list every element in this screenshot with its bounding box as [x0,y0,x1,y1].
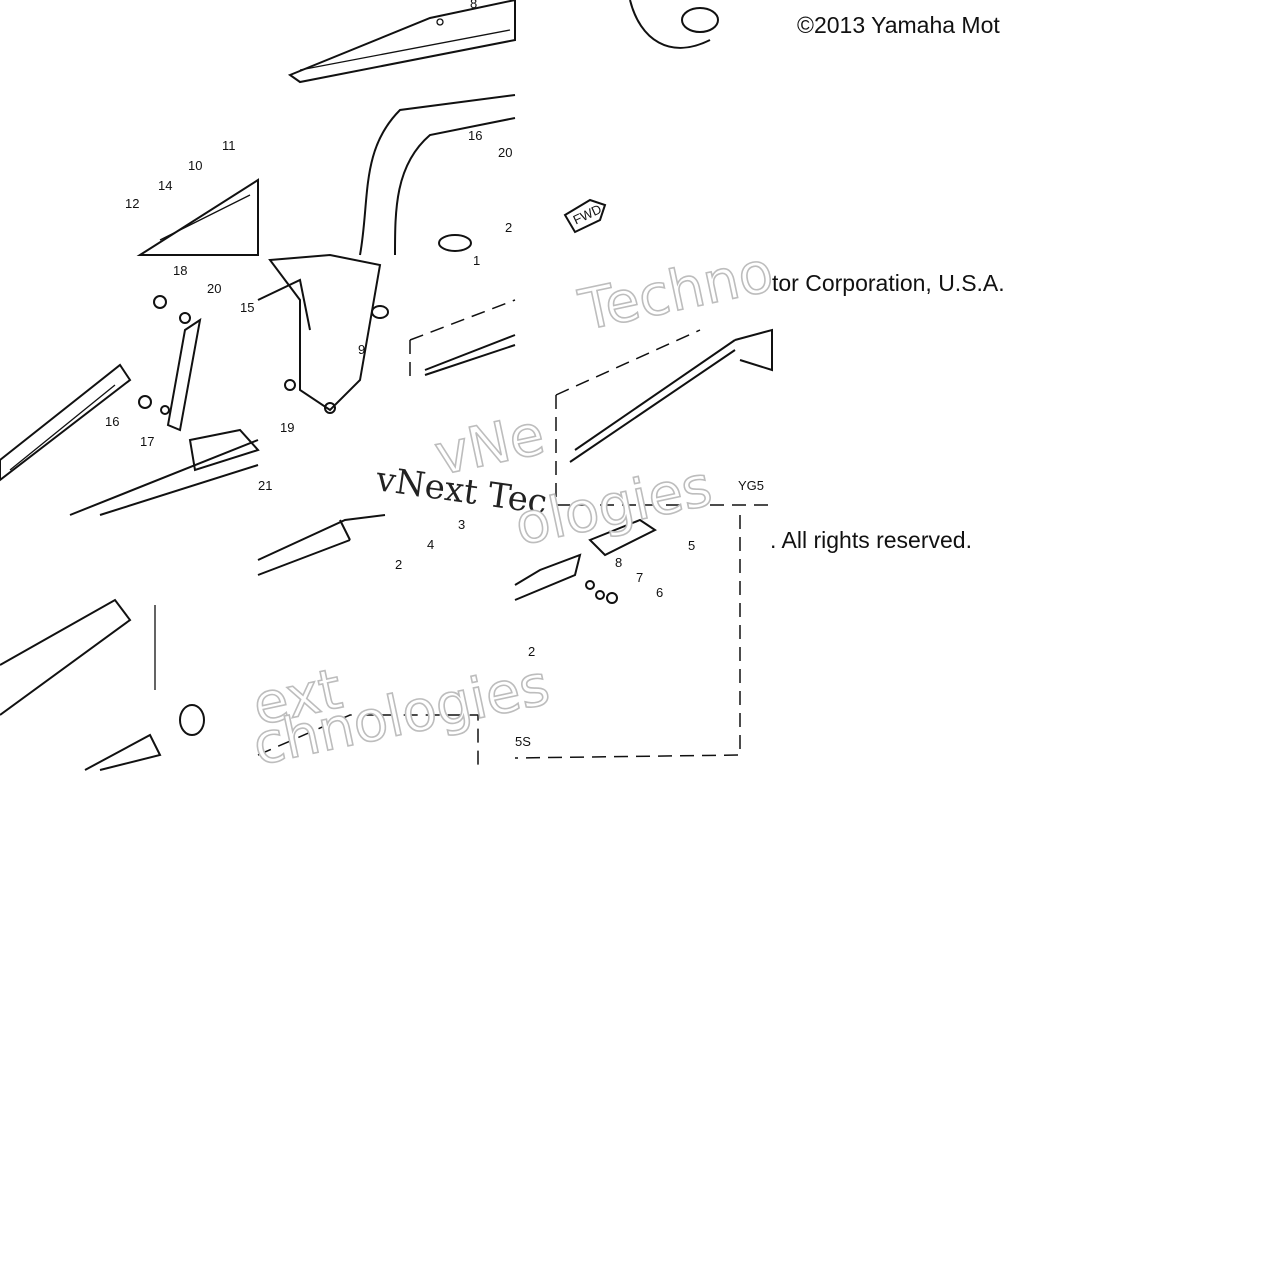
callout-11: 11 [222,138,236,153]
copyright-line-3: . All rights reserved. [770,527,972,553]
callout-labels: 8 11 10 12 14 16 20 2 1 18 20 15 9 19 16… [105,0,764,749]
callout-18: 18 [173,263,187,278]
callout-15: 15 [240,300,254,315]
watermarks: Techno vNext Tec vNe ologies ext chnolog… [247,239,780,780]
blank-area-bottom [0,772,1285,1285]
callout-2: 2 [395,557,402,572]
muffler-body-left [0,363,259,516]
tail-pipe-detail [555,198,773,506]
copyright-line-1: ©2013 Yamaha Mot [797,12,1000,38]
callout-2: 2 [505,220,512,235]
inner-pipe-lower [257,514,386,576]
fwd-label: FWD [571,201,604,227]
stay-link [138,295,260,472]
copyright-line-2: tor Corporation, U.S.A. [772,270,1005,296]
watermark-vne: vNe [429,402,550,488]
callout-8: 8 [470,0,477,11]
callout-20: 20 [207,281,221,296]
callout-17: 17 [140,434,154,449]
callout-8: 8 [615,555,622,570]
callout-9: 9 [358,342,365,357]
callout-12: 12 [125,196,139,211]
muffler-body-lower [0,598,479,771]
callout-4: 4 [427,537,434,552]
callout-5: 5 [688,538,695,553]
tail-pipe-assembly [514,515,741,759]
callout-6: 6 [656,585,663,600]
code-5s: 5S [515,734,531,749]
watermark-ologies: ologies [509,454,717,559]
callout-14: 14 [158,178,172,193]
muffler-tip [136,178,259,256]
callout-10: 10 [188,158,202,173]
callout-16: 16 [105,414,119,429]
callout-7: 7 [636,570,643,585]
callout-3: 3 [458,517,465,532]
exhaust-pipe-bend [359,0,719,256]
code-yg5: YG5 [738,478,764,493]
watermark-techno: Techno [573,240,778,344]
muffler-cover-top [287,0,516,84]
callout-20: 20 [498,145,512,160]
callout-21: 21 [258,478,272,493]
inner-pipe-upper [409,299,516,380]
mount-bracket [257,253,389,414]
callout-16: 16 [468,128,482,143]
callout-19: 19 [280,420,294,435]
callout-2: 2 [528,644,535,659]
callout-1: 1 [473,253,480,268]
